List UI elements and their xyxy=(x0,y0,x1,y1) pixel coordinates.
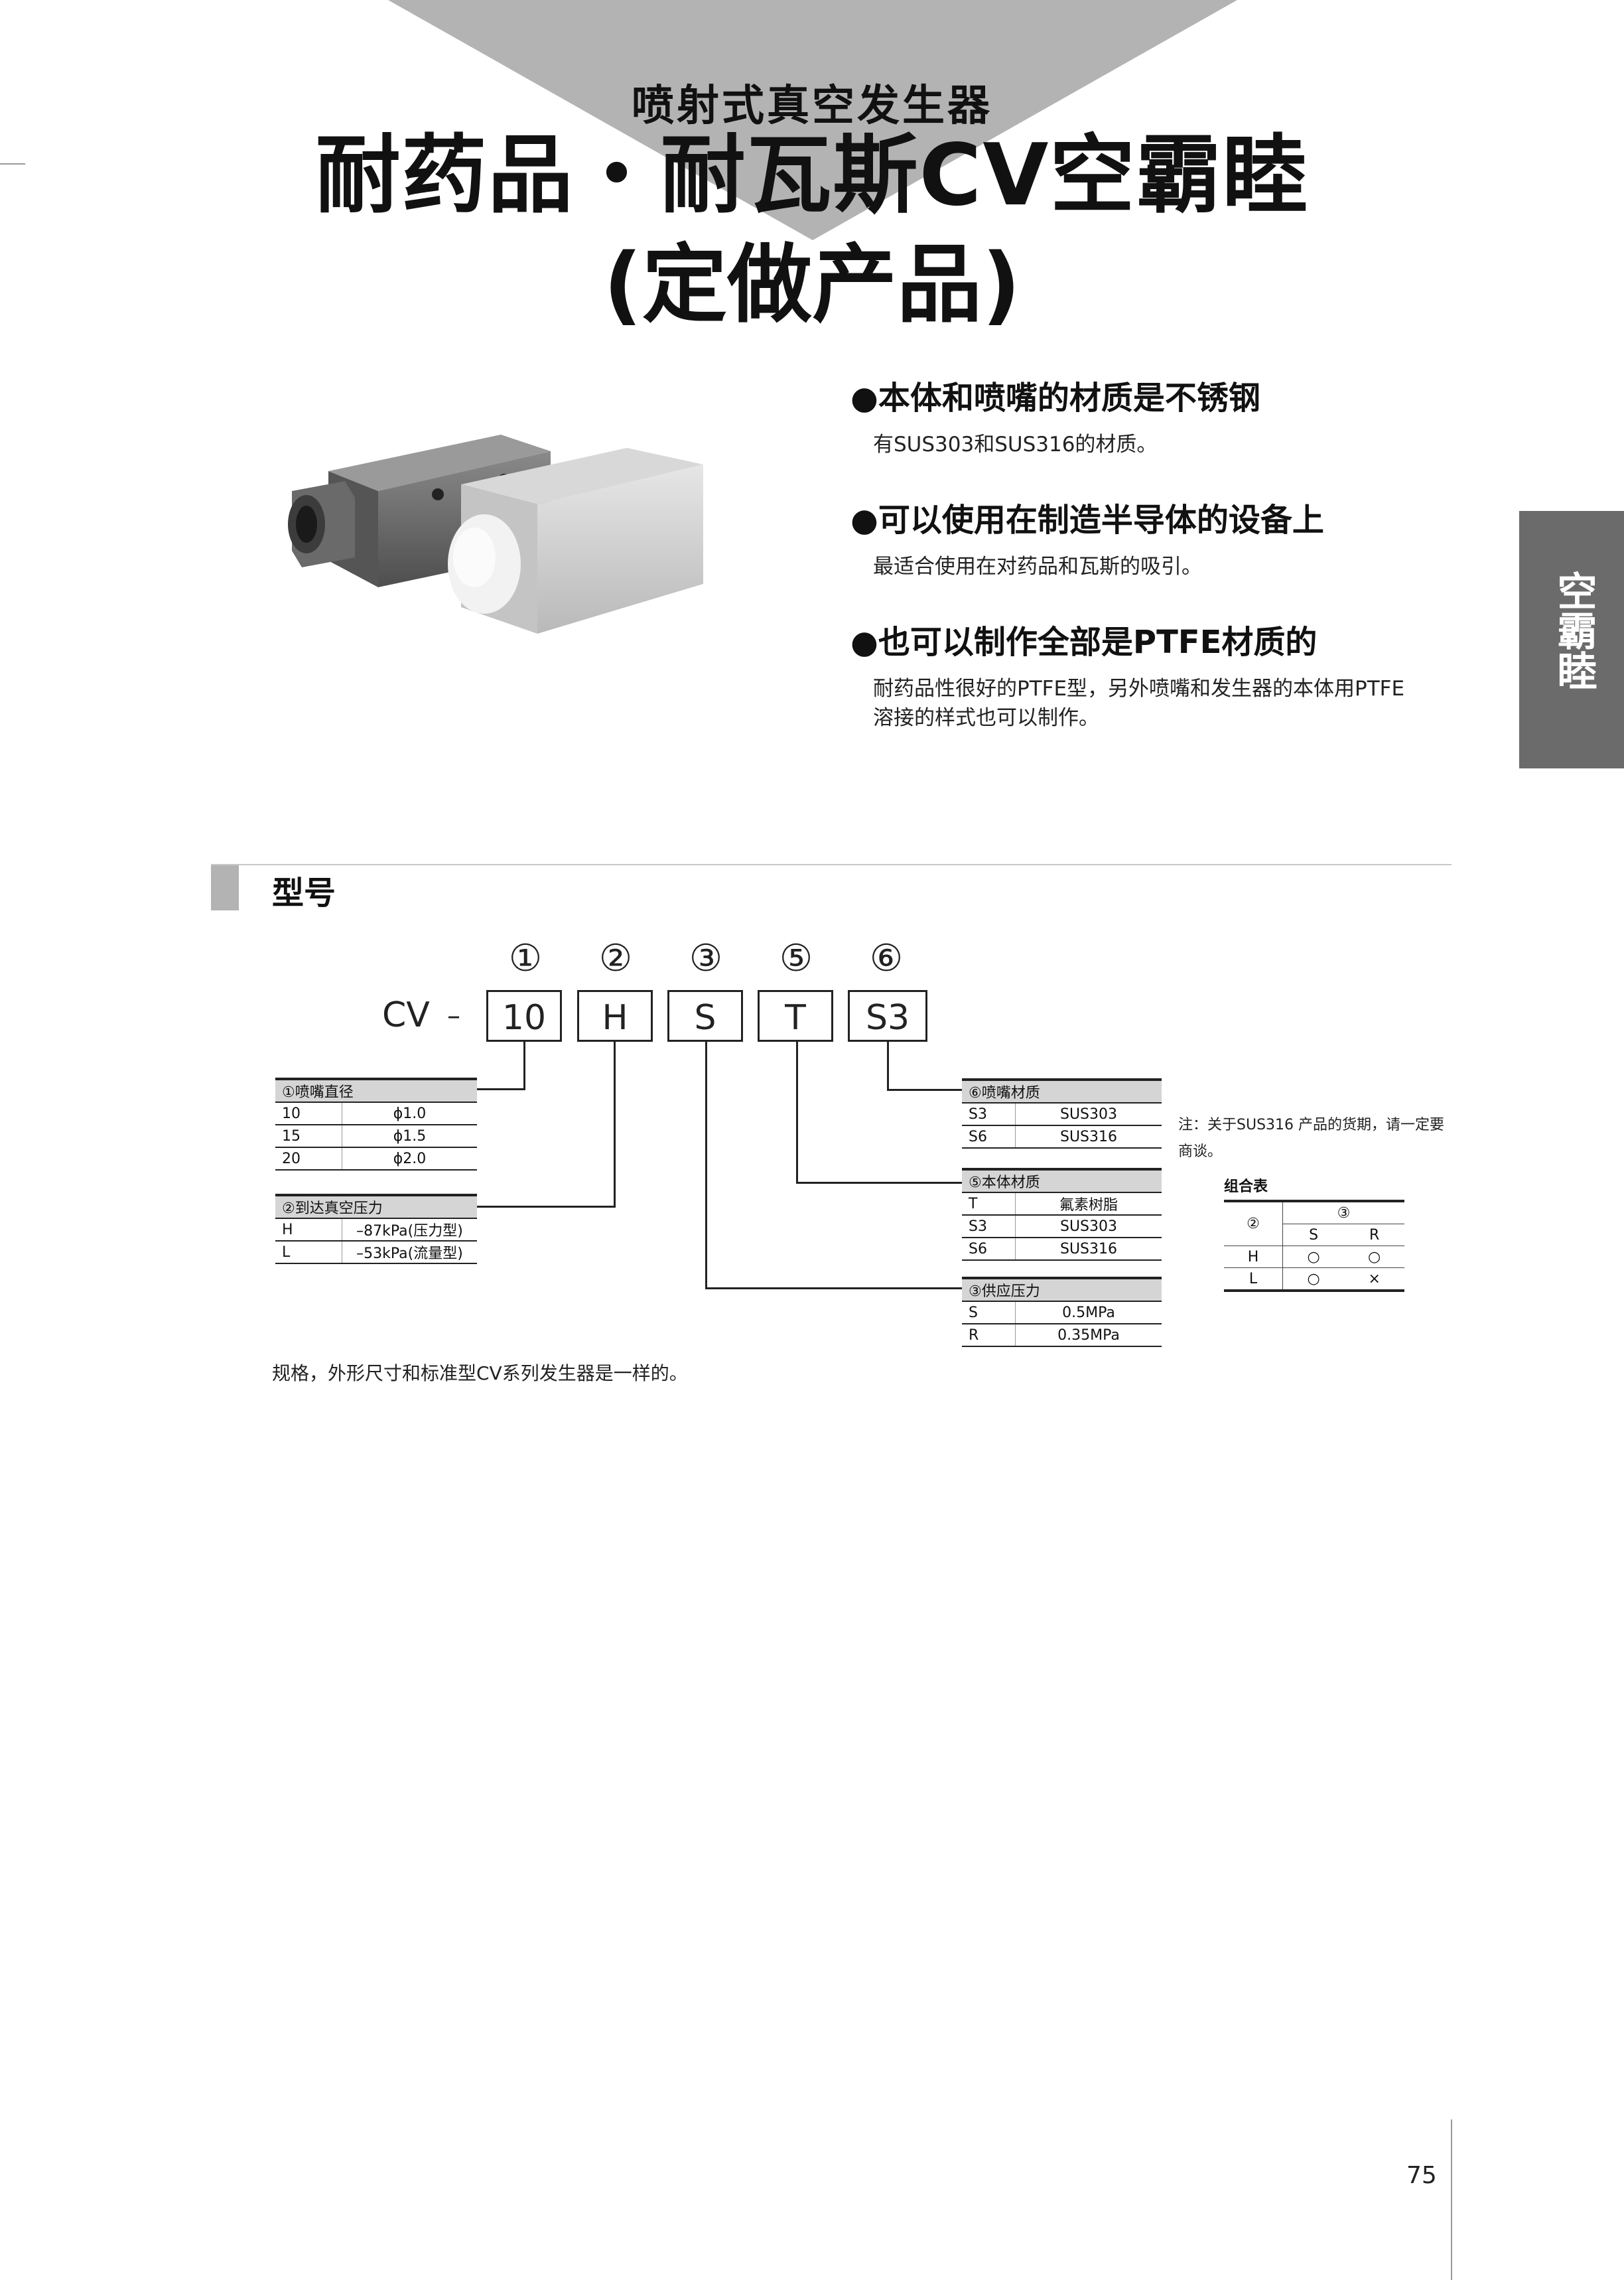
vacuum-pressure-table: ②到达真空压力 H–87kPa(压力型) L–53kPa(流量型) xyxy=(275,1194,477,1264)
feature-heading-ptfe: ●也可以制作全部是PTFE材质的 xyxy=(850,624,1318,661)
combo-col: R xyxy=(1344,1224,1404,1246)
position-number: ③ xyxy=(689,937,723,980)
model-prefix: CV xyxy=(382,995,430,1035)
code-box-nozzle-material: S3 xyxy=(848,990,927,1042)
table-row: H–87kPa(压力型) xyxy=(275,1218,477,1242)
position-number: ② xyxy=(598,937,633,980)
delivery-note: 注：关于SUS316 产品的货期，请一定要 商谈。 xyxy=(1178,1112,1463,1165)
page-rule xyxy=(1451,2119,1452,2280)
position-number: ⑥ xyxy=(869,937,904,980)
section-marker xyxy=(211,865,239,910)
page-number: 75 xyxy=(1406,2162,1437,2189)
table-row: H ○ ○ xyxy=(1224,1246,1404,1268)
side-tab[interactable]: 空霸睦 xyxy=(1519,511,1624,768)
page-title-suffix: (定做产品) xyxy=(603,236,1021,334)
table-title: ③供应压力 xyxy=(962,1277,1162,1302)
connector-line xyxy=(476,1088,525,1090)
connector-line xyxy=(614,1042,616,1208)
page-title: 耐药品・耐瓦斯CV空霸睦 xyxy=(315,126,1309,225)
combo-table: ② ③ S R H ○ ○ L ○ × xyxy=(1224,1200,1404,1292)
combo-row-header: ② xyxy=(1224,1200,1283,1246)
connector-line xyxy=(796,1182,963,1184)
feature-text-ptfe: 耐药品性很好的PTFE型，另外喷嘴和发生器的本体用PTFE xyxy=(873,677,1405,701)
table-title: ⑥喷嘴材质 xyxy=(962,1078,1162,1104)
connector-line xyxy=(705,1042,707,1289)
connector-line xyxy=(796,1042,798,1184)
combo-col-header: ③ xyxy=(1282,1200,1404,1224)
feature-text-ptfe-line2: 溶接的样式也可以制作。 xyxy=(873,706,1099,730)
code-box-supply: S xyxy=(667,990,743,1042)
model-dash: – xyxy=(447,1001,460,1031)
table-title: ⑤本体材质 xyxy=(962,1168,1162,1193)
code-box-vacuum: H xyxy=(577,990,653,1042)
section-divider xyxy=(211,864,1452,865)
note-line: 商谈。 xyxy=(1178,1143,1223,1160)
connector-line xyxy=(476,1206,616,1208)
feature-heading-semiconductor: ●可以使用在制造半导体的设备上 xyxy=(850,502,1324,539)
connector-line xyxy=(523,1042,525,1090)
table-row: L–53kPa(流量型) xyxy=(275,1241,477,1264)
header-triangle xyxy=(388,0,1237,240)
vacuum-generator-product-photo xyxy=(288,435,703,634)
table-title: ②到达真空压力 xyxy=(275,1194,477,1219)
feature-text-stainless: 有SUS303和SUS316的材质。 xyxy=(873,433,1158,457)
feature-heading-stainless: ●本体和喷嘴的材质是不锈钢 xyxy=(850,380,1260,417)
position-number: ⑤ xyxy=(779,937,813,980)
combo-table-title: 组合表 xyxy=(1224,1178,1268,1195)
connector-line xyxy=(887,1042,889,1091)
position-number: ① xyxy=(508,937,543,980)
side-tab-label: 空霸睦 xyxy=(1550,571,1597,690)
code-box-body: T xyxy=(758,990,833,1042)
connector-line xyxy=(705,1287,963,1289)
note-line: 注：关于SUS316 产品的货期，请一定要 xyxy=(1178,1117,1445,1133)
table-title: ①喷嘴直径 xyxy=(275,1078,477,1103)
section-title: 型号 xyxy=(272,875,336,912)
page-subtitle: 喷射式真空发生器 xyxy=(632,82,992,131)
spec-footnote: 规格，外形尺寸和标准型CV系列发生器是一样的。 xyxy=(272,1362,688,1384)
crop-mark xyxy=(0,163,25,165)
combo-col: S xyxy=(1282,1224,1345,1246)
connector-line xyxy=(887,1089,963,1091)
feature-text-semiconductor: 最适合使用在对药品和瓦斯的吸引。 xyxy=(873,555,1202,579)
table-row: L ○ × xyxy=(1224,1267,1404,1292)
code-box-nozzle: 10 xyxy=(486,990,562,1042)
